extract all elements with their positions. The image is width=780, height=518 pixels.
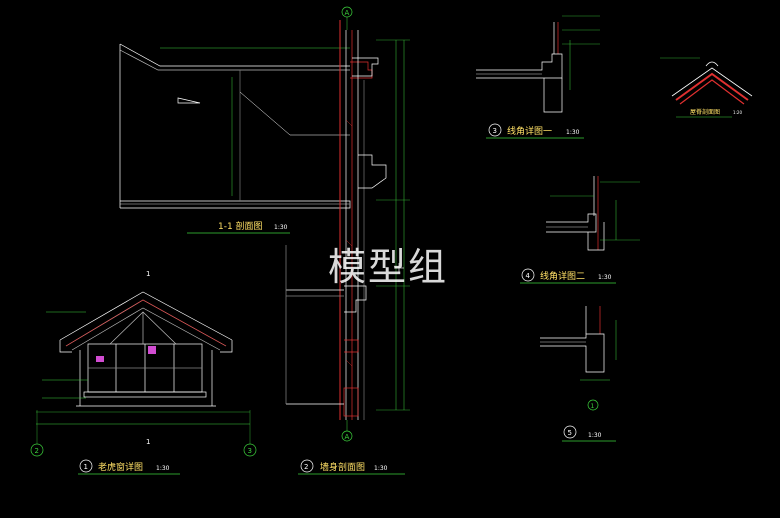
dormer-number: 1 [84,463,88,471]
detail-5 [540,306,617,381]
detail-5-number: 5 [568,429,572,437]
wall-section-number-bubble [300,459,314,473]
dormer-accent-2 [96,356,104,362]
detail-5-number-bubble [563,425,577,439]
wall-section-title: 墙身剖面图 [320,461,365,473]
section-1-1-title: 1-1 剖面图 [218,220,263,232]
dormer-axis-1-bottom: 1 [146,438,150,446]
dormer-eave-red-line [65,299,227,347]
detail-5-axis-bubble [587,399,599,411]
ridge-title: 屋脊剖面图 [690,108,720,116]
ridge-scale: 1:20 [733,110,742,115]
dormer-accent-1 [148,346,156,354]
detail-4 [546,176,617,251]
detail-3-number-bubble [488,123,502,137]
detail-5-axis-label: 1 [591,403,595,410]
detail-4-title: 线角详图二 [540,270,585,282]
detail-3-scale: 1:30 [566,129,580,136]
detail-5-scale: 1:30 [588,432,602,439]
wall-section-scale: 1:30 [374,465,388,472]
dormer-number-bubble [79,459,93,473]
detail-3-title: 线角详图一 [507,125,552,137]
watermark: 模型组 [328,245,449,289]
detail-4-number: 4 [526,272,531,280]
axis-2-label: 2 [35,447,39,455]
dormer-scale: 1:30 [156,465,170,472]
detail-3-number: 3 [493,127,497,135]
axis-a-bottom-label: A [345,433,350,441]
dormer-title: 老虎窗详图 [98,461,143,473]
detail-3 [476,22,571,113]
detail-4-number-bubble [521,268,535,282]
ridge-detail [660,57,753,105]
wall-section-number: 2 [304,463,308,471]
axis-3-label: 3 [248,447,252,455]
section-1-1-scale: 1:30 [274,224,288,231]
wall-section [285,20,410,420]
detail-4-scale: 1:30 [598,274,612,281]
dormer-axis-1-top: 1 [146,270,150,278]
section-1-1 [119,43,373,209]
crosshair-mark [394,263,404,273]
axis-a-top-label: A [345,9,350,17]
